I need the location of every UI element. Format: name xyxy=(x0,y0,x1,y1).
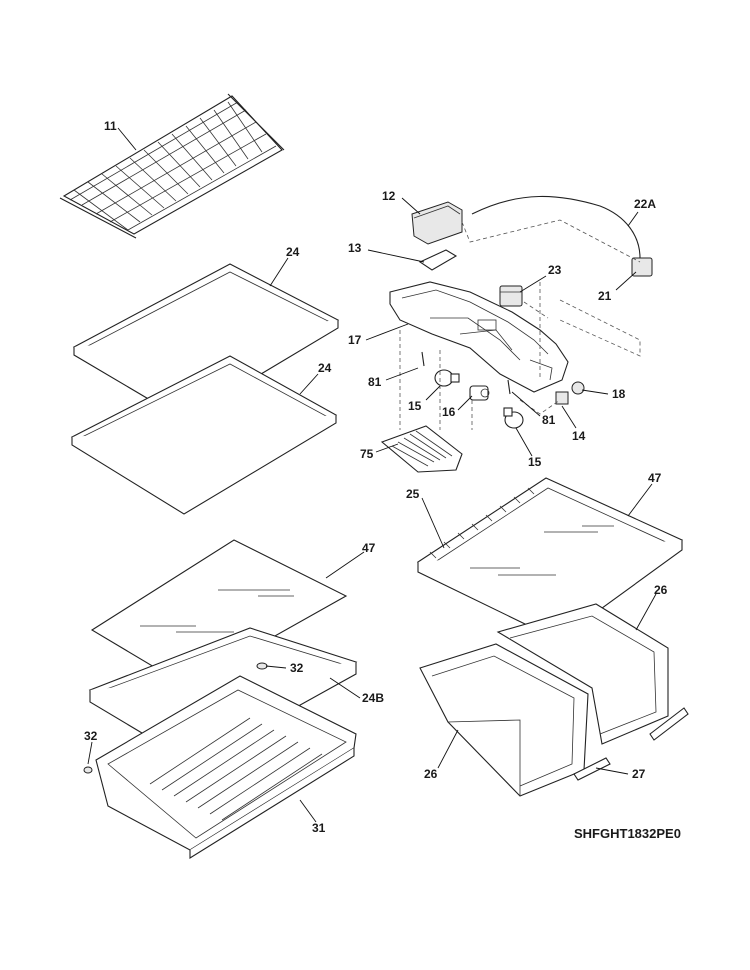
callout-15-right: 15 xyxy=(528,455,542,469)
callout-13: 13 xyxy=(348,241,362,255)
callout-24-mid: 24 xyxy=(318,361,332,375)
callout-labels: 11 12 13 22A 23 21 24 24 17 81 15 16 81 … xyxy=(84,119,681,841)
crisper-drawer-26-front xyxy=(419,643,589,797)
callout-17: 17 xyxy=(348,333,362,347)
callout-24b: 24B xyxy=(362,691,384,705)
callout-81-right: 81 xyxy=(542,413,556,427)
callout-75: 75 xyxy=(360,447,374,461)
callout-25: 25 xyxy=(406,487,420,501)
callout-47-left: 47 xyxy=(362,541,376,555)
callout-22a: 22A xyxy=(634,197,656,211)
callout-47-right: 47 xyxy=(648,471,662,485)
pan-31 xyxy=(83,675,357,859)
callout-31: 31 xyxy=(312,821,326,835)
callout-21: 21 xyxy=(598,289,612,303)
callout-12: 12 xyxy=(382,189,396,203)
callout-81-left: 81 xyxy=(368,375,382,389)
callout-15-left: 15 xyxy=(408,399,422,413)
callout-11: 11 xyxy=(104,119,117,133)
callout-16: 16 xyxy=(442,405,456,419)
crisper-drawer-26-back xyxy=(496,603,669,745)
diagram-code: SHFGHT1832PE0 xyxy=(574,826,681,841)
callout-24-top: 24 xyxy=(286,245,300,259)
callout-18: 18 xyxy=(612,387,626,401)
callout-32-mid: 32 xyxy=(290,661,304,675)
callout-32-left: 32 xyxy=(84,729,98,743)
crisper-cover-25 xyxy=(416,477,684,641)
wire-shelf-11 xyxy=(59,93,285,239)
callout-27: 27 xyxy=(632,767,646,781)
callout-26-bottom: 26 xyxy=(424,767,438,781)
callout-14: 14 xyxy=(572,429,586,443)
leader-lines xyxy=(87,127,657,823)
control-housing-assembly xyxy=(380,195,653,473)
glass-shelf-24-lower xyxy=(70,355,338,515)
callout-23: 23 xyxy=(548,263,562,277)
callout-26-top: 26 xyxy=(654,583,668,597)
drawer-slide-27 xyxy=(573,707,689,781)
